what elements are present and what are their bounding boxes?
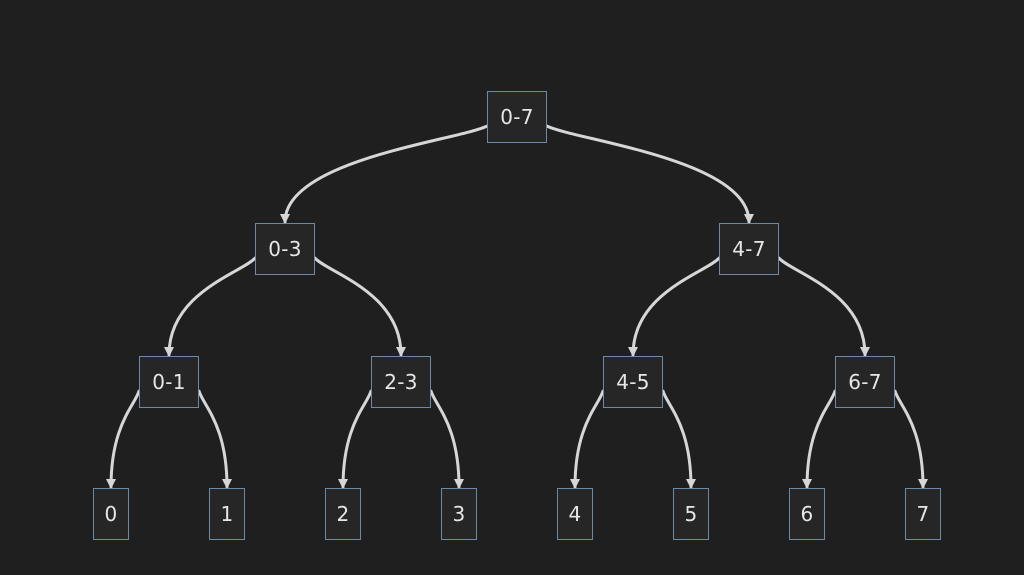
node-3: 3 <box>441 488 477 540</box>
node-0-1: 0-1 <box>139 356 199 408</box>
node-6: 6 <box>789 488 825 540</box>
node-6-7: 6-7 <box>835 356 895 408</box>
edge-n01-n1 <box>197 389 232 489</box>
edge-n47-n45 <box>628 256 721 357</box>
node-0: 0 <box>93 488 129 540</box>
edge-n07-n03 <box>280 124 489 224</box>
node-0-7: 0-7 <box>487 91 547 143</box>
edge-n23-n2 <box>338 389 373 489</box>
node-4-5: 4-5 <box>603 356 663 408</box>
edge-n45-n5 <box>661 389 696 489</box>
edge-n23-n3 <box>429 389 464 489</box>
node-2: 2 <box>325 488 361 540</box>
node-4: 4 <box>557 488 593 540</box>
edge-n45-n4 <box>570 389 605 489</box>
edge-n07-n47 <box>545 124 754 224</box>
edge-n03-n01 <box>164 256 257 357</box>
node-7: 7 <box>905 488 941 540</box>
node-0-3: 0-3 <box>255 223 315 275</box>
node-5: 5 <box>673 488 709 540</box>
node-1: 1 <box>209 488 245 540</box>
edge-n47-n67 <box>777 256 870 357</box>
edge-n03-n23 <box>313 256 406 357</box>
node-2-3: 2-3 <box>371 356 431 408</box>
node-4-7: 4-7 <box>719 223 779 275</box>
edge-n67-n7 <box>893 389 928 489</box>
edge-n67-n6 <box>802 389 837 489</box>
edge-n01-n0 <box>106 389 141 489</box>
